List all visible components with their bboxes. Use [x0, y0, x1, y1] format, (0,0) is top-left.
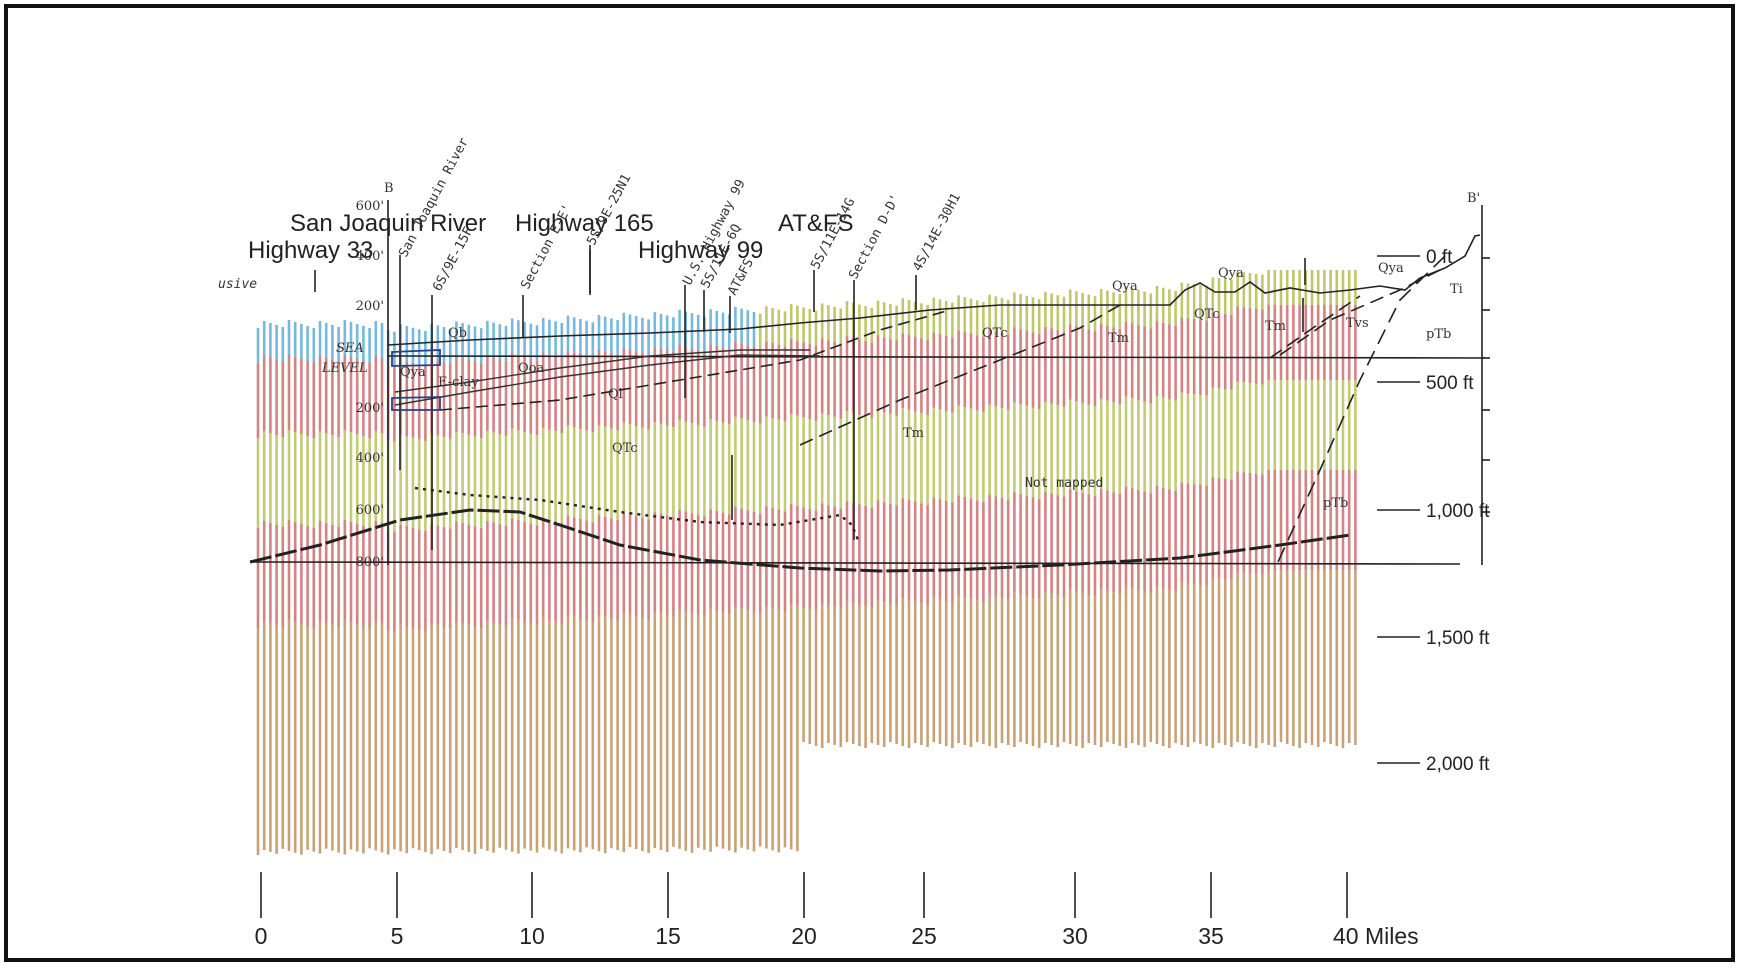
left-axis-label: LEVEL: [321, 361, 368, 376]
label-highway-165: Highway 165: [515, 210, 654, 237]
mile-label: 20: [791, 923, 817, 949]
section-start-letter: B: [384, 181, 394, 196]
formation-label: QTc: [1194, 307, 1220, 322]
mile-label: 30: [1062, 923, 1088, 949]
qtc-contact-upper: [439, 309, 951, 411]
formation-label: Qya: [400, 365, 426, 380]
right-scale-label: 2,000 ft: [1426, 754, 1490, 775]
formation-label: E-clay: [438, 375, 479, 390]
mile-label: 0: [255, 923, 268, 949]
formation-label: Qb: [448, 326, 467, 341]
right-depth-scale: 0 ft 500 ft 1,000 ft 1,500 ft 2,000 ft: [1377, 247, 1490, 775]
not-mapped-label: Not mapped: [1025, 476, 1103, 491]
right-scale-label: 0 ft: [1426, 247, 1453, 268]
formation-label: Qoa: [518, 361, 544, 376]
formation-label: Tvs: [1346, 316, 1369, 331]
formation-label: Tm: [1265, 319, 1286, 334]
mile-label: 25: [911, 923, 937, 949]
e-clay-band: [394, 349, 821, 406]
formation-label: Ql: [608, 387, 623, 402]
well-label: 4S/14E-30H1: [910, 191, 964, 274]
formation-label: Qya: [1218, 266, 1244, 281]
formation-label: Tm: [903, 426, 924, 441]
top-labels: Highway 33 San Joaquin River Highway 165…: [218, 181, 1480, 292]
mile-label: 10: [519, 923, 545, 949]
mile-label: 5: [391, 923, 404, 949]
label-san-joaquin-river: San Joaquin River: [290, 210, 486, 237]
formation-label: QTc: [612, 441, 638, 456]
formation-label: Qya: [1112, 279, 1138, 294]
formation-label: Qya: [1378, 261, 1404, 276]
section-end-letter: B': [1467, 191, 1480, 206]
left-axis-label: 400': [356, 451, 384, 466]
left-axis-label: 200': [356, 401, 384, 416]
mile-scale: 0 5 10 15 20 25 30 35 40 Miles: [255, 872, 1419, 949]
left-axis-label: 600': [356, 199, 384, 214]
formation-label: pTb: [1426, 327, 1451, 342]
tvs-contact: [1279, 269, 1441, 356]
mile-label: 35: [1198, 923, 1224, 949]
qtc-contact-lower: [799, 304, 1121, 446]
left-axis-label: SEA: [336, 341, 364, 356]
left-axis-label: 400': [356, 249, 384, 264]
geology-linework: [249, 200, 1490, 573]
label-atfs: AT&FS: [778, 210, 854, 237]
mile-label: 40 Miles: [1333, 923, 1419, 949]
label-partial-left: usive: [218, 277, 257, 292]
formation-label: Tm: [1108, 331, 1129, 346]
formation-label: QTc: [982, 326, 1008, 341]
left-axis-label: 600': [356, 503, 384, 518]
formation-label: pTb: [1323, 496, 1348, 511]
blue-shallow-unit: [391, 349, 441, 411]
mile-label: 15: [655, 923, 681, 949]
label-highway-33: Highway 33: [248, 237, 373, 264]
formation-label: Ti: [1450, 282, 1463, 297]
right-scale-label: 1,500 ft: [1426, 628, 1490, 649]
depth-800-line: [249, 561, 1461, 565]
ptb-fault: [1277, 255, 1446, 563]
left-axis-label: 800': [356, 555, 384, 570]
figure-frame: [4, 4, 1735, 962]
left-depth-labels: 600' 400' 200' SEA LEVEL 200' 400' 600' 800': [321, 199, 384, 570]
resistivity-stripes: [256, 270, 1357, 855]
label-highway-99: Highway 99: [638, 237, 763, 264]
sea-level-line: [387, 355, 1486, 359]
basement-line: [249, 508, 1351, 573]
right-scale-label: 500 ft: [1426, 373, 1474, 394]
right-scale-label: 1,000 ft: [1426, 501, 1490, 522]
tm-contact: [1269, 295, 1361, 359]
left-axis-label: 200': [356, 299, 384, 314]
